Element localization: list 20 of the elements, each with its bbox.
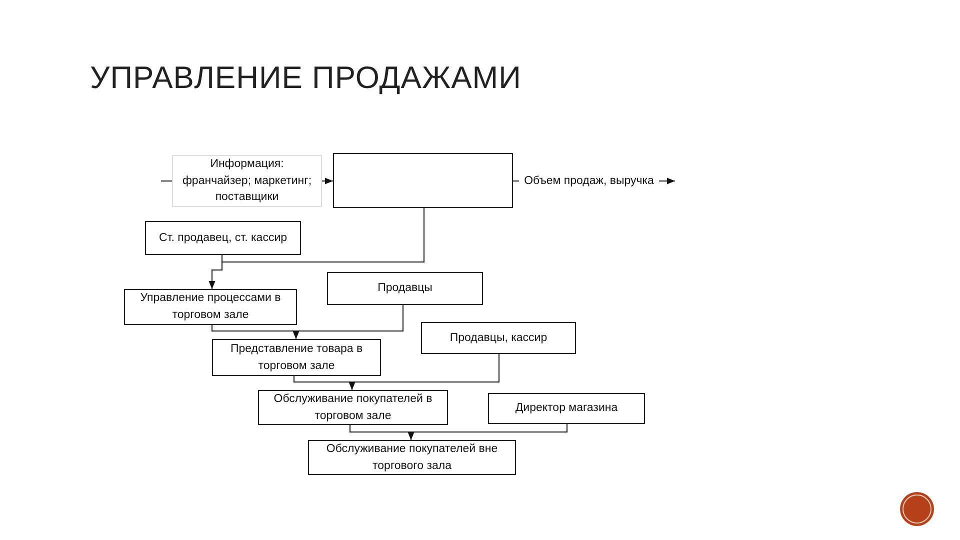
connector-line	[512, 180, 520, 182]
process-box: Управление процессами в торговом зале	[124, 289, 297, 325]
arrow	[408, 424, 568, 440]
process-box: Обслуживание покупателей вне торгового зала	[308, 440, 516, 475]
slide-title: УПРАВЛЕНИЕ ПРОДАЖАМИ	[90, 60, 522, 96]
arrow	[348, 354, 500, 390]
process-box: Директор магазина	[488, 393, 645, 424]
connector-line	[160, 180, 172, 182]
arrow	[292, 304, 404, 340]
process-box: Продавцы, кассир	[421, 322, 576, 354]
process-box: Ст. продавец, ст. кассир	[145, 221, 301, 255]
arrow	[208, 254, 222, 290]
input-label: Информация: франчайзер; маркетинг; поставщики	[172, 155, 322, 207]
output-label: Объем продаж, выручка	[519, 170, 659, 192]
arrow	[658, 178, 676, 184]
process-box: Обслуживание покупателей в торговом зале	[258, 390, 448, 425]
empty-box	[333, 153, 513, 208]
process-box: Продавцы	[327, 272, 483, 305]
process-box: Представление товара в торговом зале	[212, 339, 381, 376]
arrow	[322, 178, 334, 184]
